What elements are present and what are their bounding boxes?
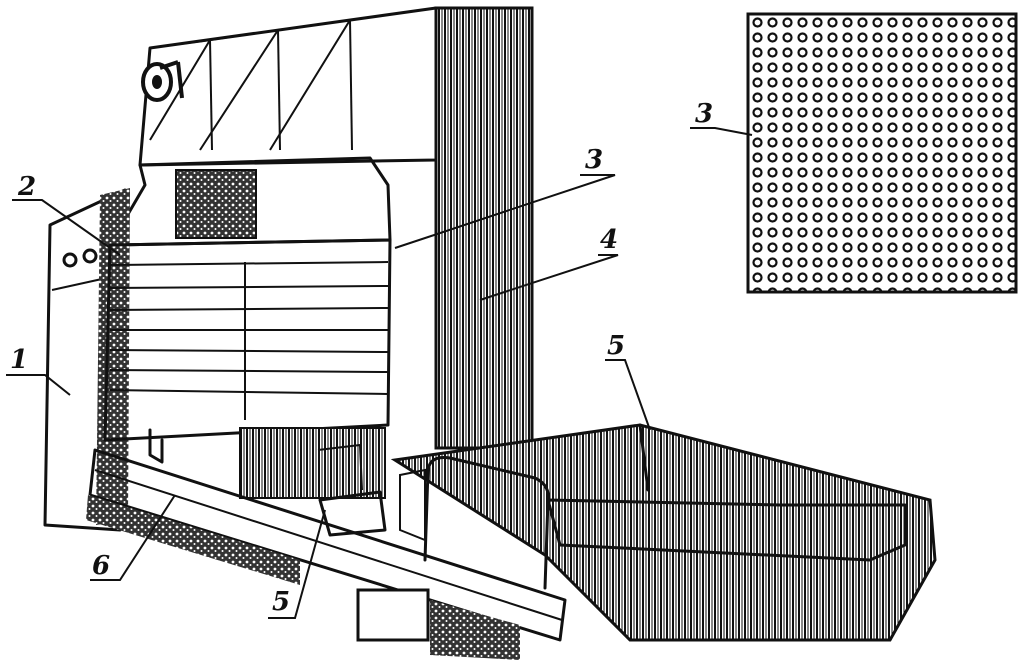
callout-lines [6, 127, 753, 619]
perforated-tray-detail [746, 12, 1018, 294]
label-cabinet: 1 [10, 345, 28, 375]
open-tray [390, 423, 937, 642]
press-head [108, 156, 392, 247]
tray-handle [399, 456, 550, 590]
label-perforated-tray: 3 [585, 145, 603, 175]
label-perforated-detail: 3 [695, 99, 713, 129]
upper-frame [138, 6, 438, 167]
vertical-column [434, 6, 534, 450]
label-tray-stack: 2 [17, 172, 36, 202]
tray-stack [103, 238, 392, 499]
label-column: 4 [600, 225, 618, 255]
indicator-lamp-icon [62, 252, 78, 268]
callout-labels: 1 2 3 3 4 5 5 6 [10, 99, 713, 617]
label-carriage: 5 [272, 587, 290, 617]
base-rail [86, 428, 567, 660]
indicator-lamp-icon [82, 248, 98, 264]
carriage [317, 443, 387, 537]
handwheel-icon [141, 60, 184, 102]
control-cabinet [43, 188, 130, 532]
label-open-tray: 5 [607, 331, 625, 361]
label-base-rail: 6 [92, 551, 110, 581]
